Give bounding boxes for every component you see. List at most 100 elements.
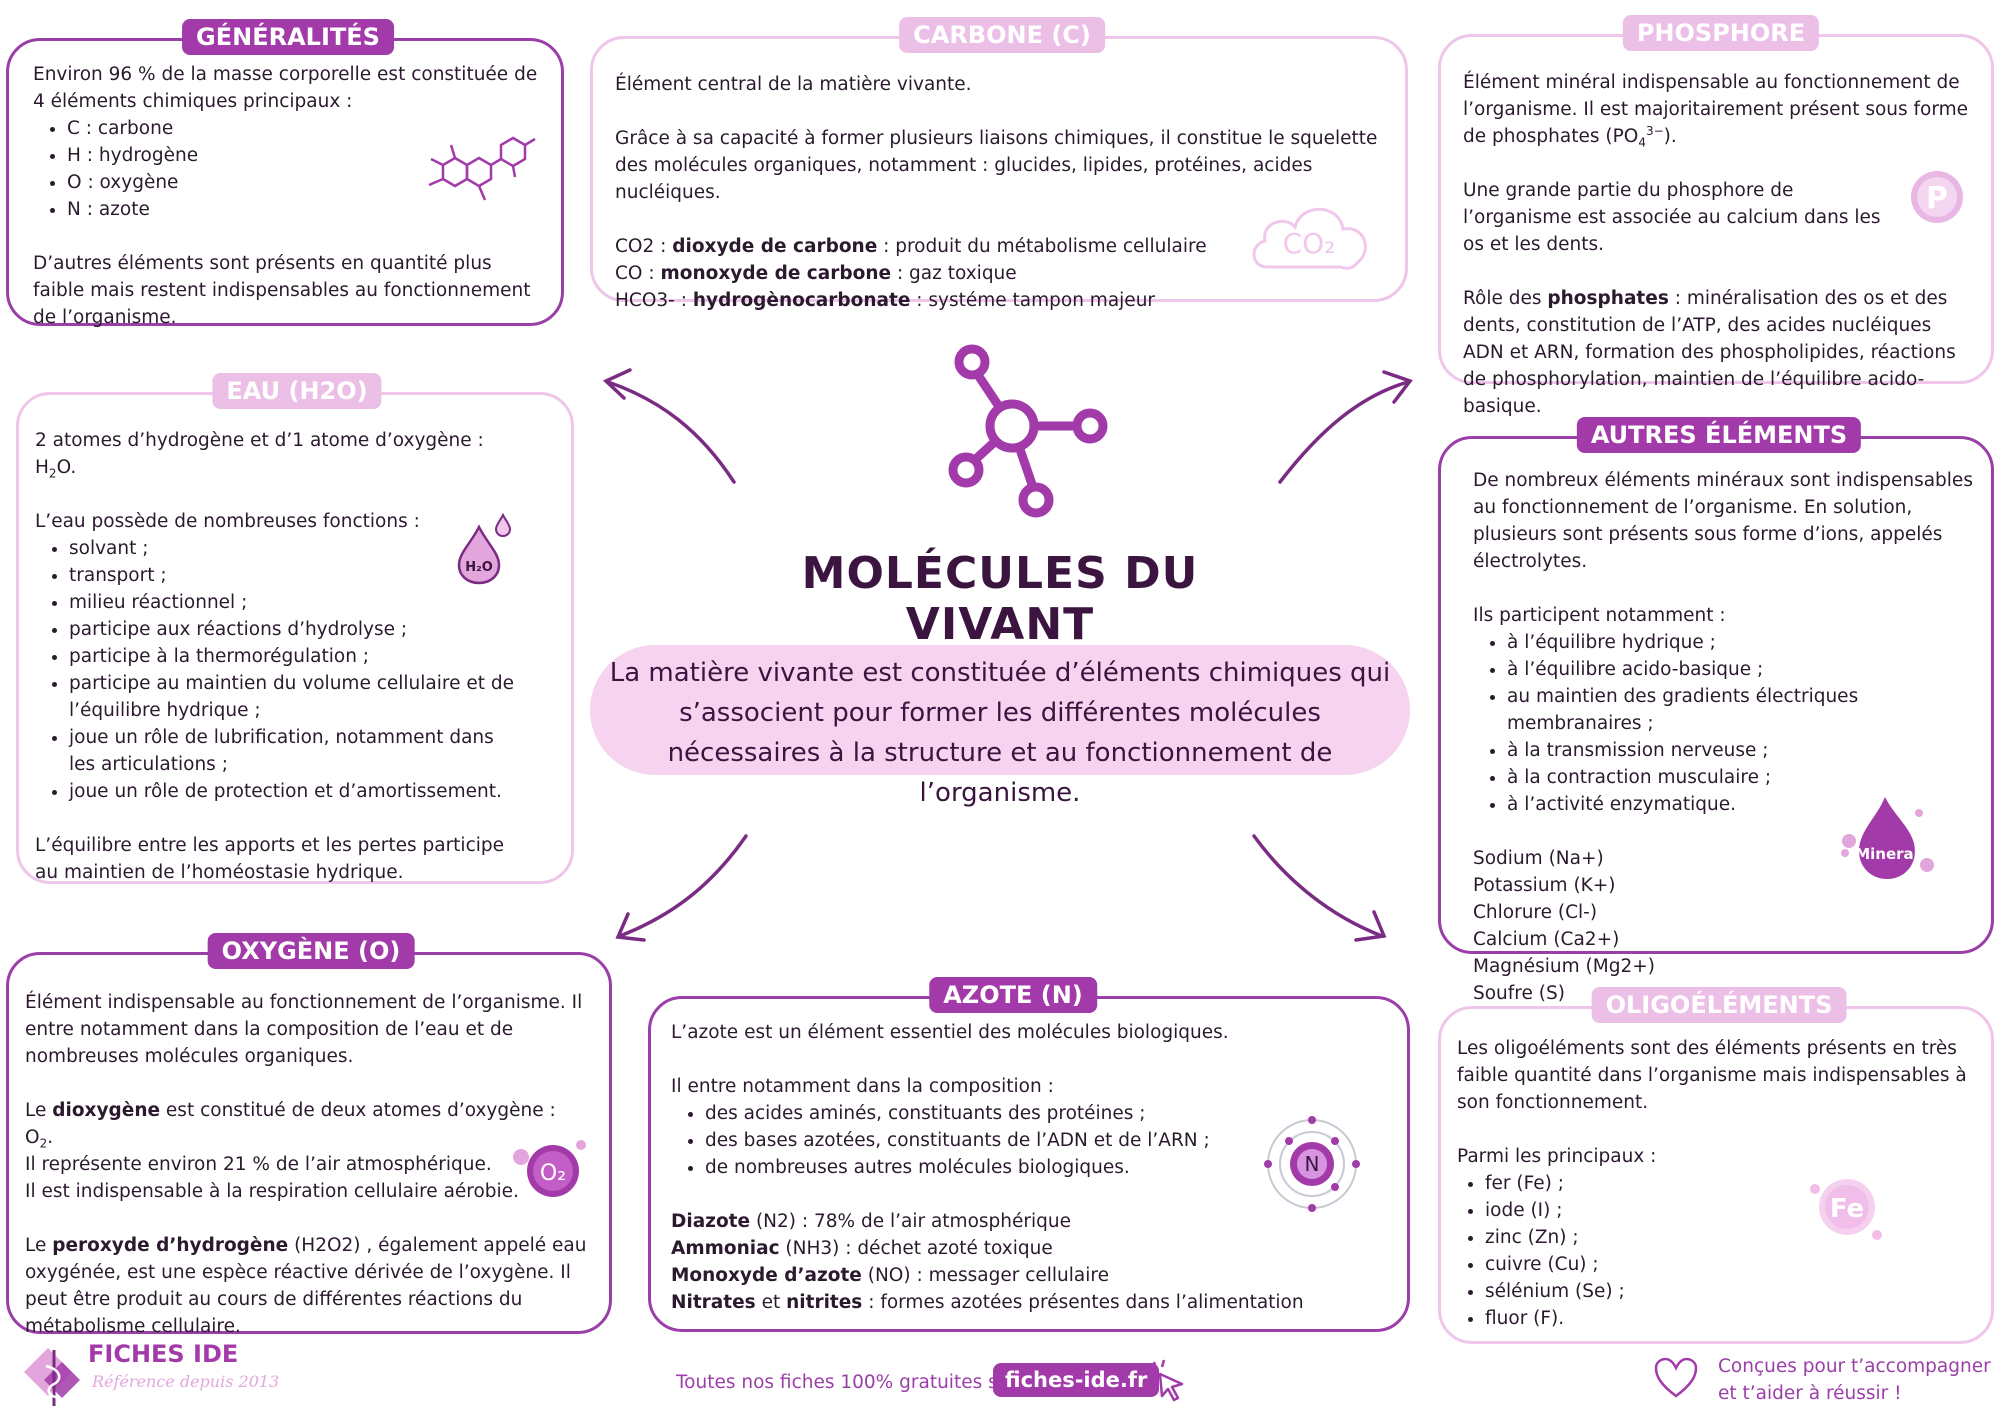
oxygene-line-air: Il représente environ 21 % de l’air atmo…: [25, 1154, 492, 1175]
oxygen-icon: O₂: [513, 1140, 586, 1197]
mineral-icon-label: Mineral: [1855, 845, 1919, 863]
list-item: participe aux réactions d’hydrolyse ;: [69, 616, 517, 643]
tag-eau: EAU (H2O): [212, 373, 382, 409]
azote-p2: Il entre notamment dans la composition :: [671, 1076, 1054, 1097]
list-item: zinc (Zn) ;: [1485, 1224, 1971, 1251]
co2-icon-label: CO₂: [1283, 227, 1336, 260]
oligo-p1: Les oligoéléments sont des éléments prés…: [1457, 1038, 1967, 1113]
card-generalites: GÉNÉRALITÉS Environ 96 % de la masse cor…: [6, 19, 564, 328]
list-item: à l’activité enzymatique.: [1507, 791, 1977, 818]
center-intro: La matière vivante est constituée d’élém…: [590, 645, 1410, 808]
card-azote: AZOTE (N) L’azote est un élément essenti…: [648, 977, 1410, 1332]
phosphorus-icon: P: [1911, 171, 1963, 223]
autres-p1: De nombreux éléments minéraux sont indis…: [1473, 470, 1973, 572]
list-item: joue un rôle de lubrification, notamment…: [69, 724, 517, 778]
list-item: C : carbone: [67, 115, 541, 142]
generalites-outro: D’autres éléments sont présents en quant…: [33, 253, 531, 328]
ion-item: Calcium (Ca2+): [1473, 929, 1620, 950]
oligo-p2: Parmi les principaux :: [1457, 1146, 1657, 1167]
carbone-line-hco3: HCO3- : hydrogènocarbonate : systéme tam…: [615, 290, 1156, 311]
ion-item: Magnésium (Mg2+): [1473, 956, 1655, 977]
generalites-intro: Environ 96 % de la masse corporelle est …: [33, 64, 538, 112]
card-carbone: CARBONE (C) Élément central de la matièr…: [590, 17, 1408, 311]
phosphore-body: Élément minéral indispensable au fonctio…: [1463, 69, 1971, 420]
tag-oxygene: OXYGÈNE (O): [207, 933, 415, 969]
azote-body: L’azote est un élément essentiel des mol…: [671, 1019, 1387, 1316]
list-item: à l’équilibre acido-basique ;: [1507, 656, 1977, 683]
azote-p1: L’azote est un élément essentiel des mol…: [671, 1022, 1229, 1043]
oxygene-line-respiration: Il est indispensable à la respiration ce…: [25, 1181, 519, 1202]
oxygene-body: Élément indispensable au fonctionnement …: [25, 989, 589, 1340]
card-phosphore: PHOSPHORE Élément minéral indispensable …: [1438, 15, 1994, 417]
oxygene-p1: Élément indispensable au fonctionnement …: [25, 992, 583, 1067]
page-title: MOLÉCULES DU VIVANT: [801, 548, 1199, 650]
card-oligoelements: OLIGOÉLÉMENTS Les oligoéléments sont des…: [1438, 987, 1994, 1344]
carbone-line-co2: CO2 : dioxyde de carbone : produit du mé…: [615, 236, 1207, 257]
generalites-body: Environ 96 % de la masse corporelle est …: [33, 61, 541, 331]
carbone-p2: Grâce à sa capacité à former plusieurs l…: [615, 128, 1378, 203]
molecule-structure-icon: [428, 136, 536, 201]
list-item: au maintien des gradients électriques me…: [1507, 683, 1977, 737]
nitrogen-atom-icon: N: [1264, 1116, 1360, 1212]
iron-icon-label: Fe: [1830, 1194, 1864, 1224]
arrow-bottom-right: [1252, 834, 1384, 938]
ion-item: Chlorure (Cl-): [1473, 902, 1598, 923]
footer-free-text: Toutes nos fiches 100% gratuites sur: [676, 1372, 1018, 1393]
footer-tagline: Référence depuis 2013: [92, 1372, 280, 1391]
eau-outro: L’équilibre entre les apports et les per…: [35, 835, 505, 883]
oligo-body: Les oligoéléments sont des éléments prés…: [1457, 1035, 1971, 1359]
list-item: sélénium (Se) ;: [1485, 1278, 1971, 1305]
site-link[interactable]: fiches-ide.fr: [993, 1363, 1160, 1397]
list-item: fer (Fe) ;: [1485, 1170, 1971, 1197]
ion-item: Potassium (K+): [1473, 875, 1616, 896]
card-autres-elements: AUTRES ÉLÉMENTS De nombreux éléments min…: [1438, 417, 1994, 1004]
oxygene-line-dioxygene: Le dioxygène est constitué de deux atome…: [25, 1100, 556, 1151]
eau-p2: L’eau possède de nombreuses fonctions :: [35, 511, 420, 532]
list-item: H : hydrogène: [67, 142, 541, 169]
card-oxygene: OXYGÈNE (O) Élément indispensable au fon…: [6, 933, 612, 1337]
iron-icon: Fe: [1810, 1179, 1882, 1240]
arrow-head-top-right: [1382, 370, 1413, 404]
list-item: iode (I) ;: [1485, 1197, 1971, 1224]
list-item: joue un rôle de protection et d’amortiss…: [69, 778, 517, 805]
oxygen-icon-label: O₂: [540, 1161, 566, 1186]
ion-item: Soufre (S): [1473, 983, 1565, 1004]
list-item: participe au maintien du volume cellulai…: [69, 670, 517, 724]
list-item: des acides aminés, constituants des prot…: [705, 1100, 1387, 1127]
water-icon-label: H₂O: [465, 560, 493, 575]
azote-monoxyde: Monoxyde d’azote (NO) : messager cellula…: [671, 1265, 1109, 1286]
azote-diazote: Diazote (N2) : 78% de l’air atmosphériqu…: [671, 1211, 1071, 1232]
water-drop-icon: H₂O: [457, 513, 512, 585]
list-item: de nombreuses autres molécules biologiqu…: [705, 1154, 1387, 1181]
footer-slogan-1: Conçues pour t’accompagner: [1718, 1356, 1991, 1377]
phosphorus-icon-label: P: [1926, 181, 1948, 216]
phosphore-p3: Rôle des phosphates : minéralisation des…: [1463, 288, 1956, 417]
list-item: cuivre (Cu) ;: [1485, 1251, 1971, 1278]
tag-phosphore: PHOSPHORE: [1622, 15, 1820, 51]
mineral-drop-icon: Mineral: [1841, 797, 1934, 879]
carbone-body: Élément central de la matière vivante. G…: [615, 71, 1385, 314]
carbone-line-co: CO : monoxyde de carbone : gaz toxique: [615, 263, 1017, 284]
heart-icon: [1654, 1357, 1698, 1398]
arrow-head-bottom-left: [615, 912, 646, 942]
fiches-ide-logo-icon: [24, 1348, 80, 1406]
azote-ammoniac: Ammoniac (NH3) : déchet azoté toxique: [671, 1238, 1053, 1259]
list-item: à l’équilibre hydrique ;: [1507, 629, 1977, 656]
arrow-top-left: [606, 380, 736, 484]
oxygene-p3: Le peroxyde d’hydrogène (H2O2) , égaleme…: [25, 1235, 587, 1337]
ion-item: Sodium (Na+): [1473, 848, 1604, 869]
tag-carbone: CARBONE (C): [899, 17, 1105, 53]
list-item: transport ;: [69, 562, 517, 589]
autres-p2: Ils participent notamment :: [1473, 605, 1726, 626]
tag-autres-elements: AUTRES ÉLÉMENTS: [1576, 417, 1862, 453]
tag-oligoelements: OLIGOÉLÉMENTS: [1591, 987, 1847, 1023]
eau-p1: 2 atomes d’hydrogène et d’1 atome d’oxyg…: [35, 430, 484, 481]
nitrogen-icon-label: N: [1305, 1152, 1320, 1176]
tag-generalites: GÉNÉRALITÉS: [182, 19, 394, 55]
carbone-p1: Élément central de la matière vivante.: [615, 74, 972, 95]
card-eau: EAU (H2O) 2 atomes d’hydrogène et d’1 at…: [16, 373, 574, 884]
arrow-bottom-left: [618, 834, 748, 938]
molecule-network-icon: [948, 344, 1108, 518]
arrow-head-bottom-right: [1354, 910, 1387, 942]
